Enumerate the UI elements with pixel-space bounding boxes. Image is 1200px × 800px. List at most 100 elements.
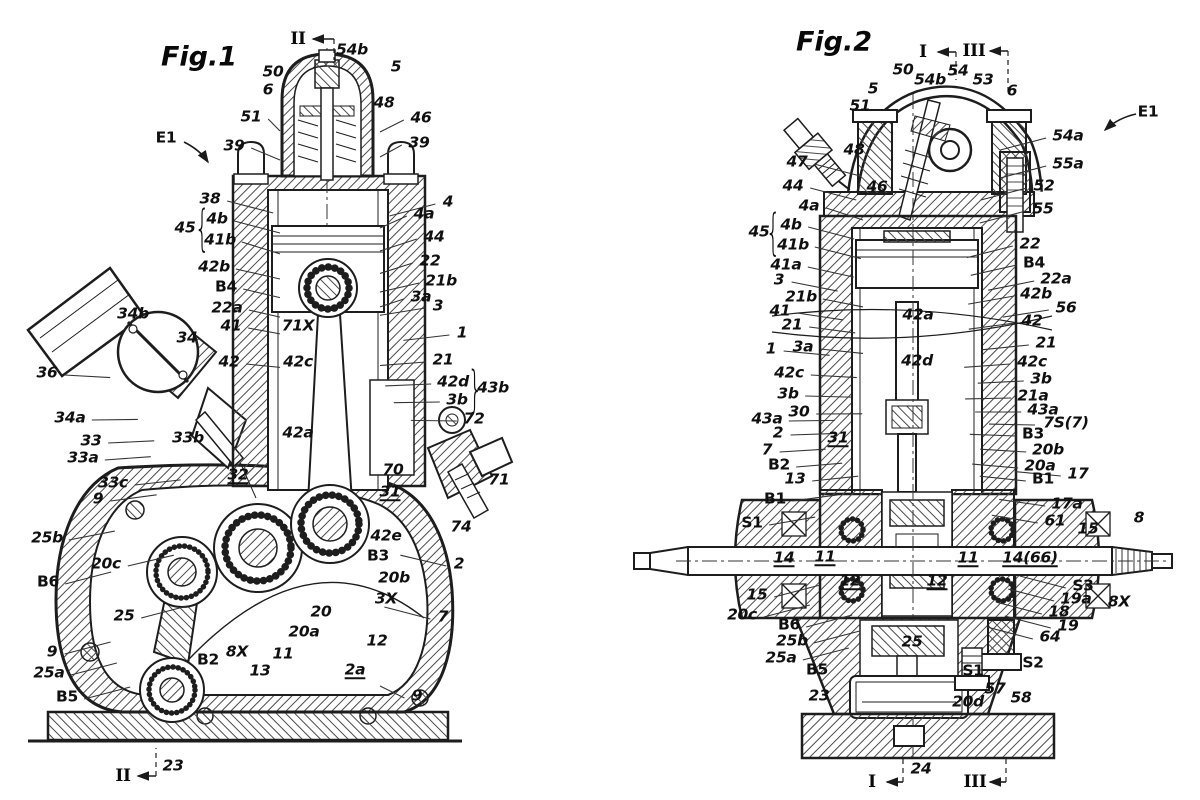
leader-line — [805, 395, 852, 398]
leader-line — [969, 433, 1016, 437]
fig1-cylinder-head-dome — [280, 49, 375, 181]
leader-line — [977, 380, 1024, 384]
fig1-head-nuts — [233, 140, 419, 185]
leader-line — [802, 647, 849, 661]
leader-line — [791, 281, 838, 292]
leader-line — [1000, 165, 1047, 179]
bearing-symbols — [781, 511, 1111, 609]
leader-line — [979, 210, 1026, 224]
leader-line — [379, 298, 404, 308]
leader-line — [385, 383, 432, 387]
leader-line — [379, 119, 405, 133]
leader-line — [379, 238, 417, 252]
fig1-exhaust-valve-unit — [426, 406, 514, 520]
leader-line — [250, 147, 281, 161]
leader-line — [820, 348, 864, 354]
leader-line — [235, 268, 281, 280]
leader-line — [141, 605, 188, 619]
leader-line — [379, 262, 413, 274]
leader-line — [267, 118, 281, 132]
leader-line — [807, 266, 854, 278]
leader-line — [979, 475, 1026, 482]
leader-line — [400, 554, 447, 567]
leader-line — [379, 215, 408, 229]
leader-line — [1004, 615, 1051, 629]
leader-line — [389, 203, 436, 217]
leader-line — [379, 307, 426, 316]
leader-line — [1014, 470, 1061, 477]
leader-line — [790, 432, 837, 436]
leader-line — [822, 298, 864, 308]
leader-line — [64, 641, 111, 655]
leader-line — [812, 475, 859, 482]
leader-line — [986, 626, 1033, 640]
leader-line — [826, 207, 864, 221]
leader-line — [248, 327, 281, 335]
fig2-spark-plug — [782, 117, 851, 191]
leader-line — [403, 334, 450, 341]
leader-line — [810, 187, 857, 201]
leader-line — [248, 309, 281, 318]
leader-line — [779, 448, 826, 453]
fig1-crank-bearings — [139, 484, 370, 723]
fig2-crankshaft — [633, 94, 1173, 762]
leader-line — [972, 463, 1019, 469]
leader-line — [1002, 309, 1049, 318]
leader-line — [241, 241, 281, 255]
fig2-bottom-end — [794, 616, 1056, 760]
leader-line — [379, 282, 420, 293]
leader-line — [966, 245, 1013, 259]
leader-line — [65, 571, 112, 585]
leader-line — [809, 326, 856, 334]
fig1-piston-conrod — [271, 225, 385, 503]
leader-line — [788, 419, 835, 422]
leader-line — [379, 685, 405, 699]
leader-line — [68, 530, 115, 541]
leader-line — [104, 456, 151, 461]
leader-line — [393, 401, 440, 404]
leader-line — [246, 363, 281, 368]
leader-line — [806, 614, 853, 628]
leader-line — [980, 448, 1027, 453]
leader-line — [964, 363, 1011, 368]
leader-line — [108, 440, 155, 444]
leader-line — [980, 187, 1027, 201]
leader-line — [970, 264, 1017, 276]
leader-line — [808, 226, 855, 240]
leader-line — [384, 606, 431, 620]
leader-line — [991, 514, 1038, 524]
leader-line — [227, 200, 274, 214]
leader-line — [988, 423, 1036, 426]
leader-line — [127, 554, 174, 567]
leader-line — [1008, 588, 1055, 602]
leader-line — [968, 295, 1015, 305]
fig1-section-lines — [136, 34, 335, 781]
leader-line — [995, 601, 1042, 615]
fig2-section-lines — [885, 46, 1137, 787]
leader-line — [796, 462, 843, 468]
leader-line — [243, 288, 281, 299]
leader-line — [64, 374, 111, 379]
leader-line — [792, 494, 839, 502]
leader-line — [813, 630, 860, 644]
leader-line — [1019, 575, 1066, 589]
leader-line — [110, 494, 157, 502]
leader-line — [134, 479, 181, 486]
leader-line — [379, 144, 403, 158]
leader-line — [763, 604, 810, 618]
leader-line — [774, 584, 821, 598]
fig1-base-flange — [28, 710, 462, 743]
leader-line — [988, 280, 1035, 291]
leader-line — [814, 246, 861, 260]
leader-line — [814, 163, 861, 177]
leader-line — [84, 686, 131, 700]
leader-line — [410, 419, 457, 422]
leader-line — [968, 322, 1015, 330]
leader-line — [797, 312, 844, 321]
leader-line — [982, 344, 1029, 351]
leader-line — [999, 498, 1046, 507]
leader-line — [234, 220, 281, 234]
leader-line — [810, 374, 857, 379]
leader-line — [783, 350, 830, 356]
